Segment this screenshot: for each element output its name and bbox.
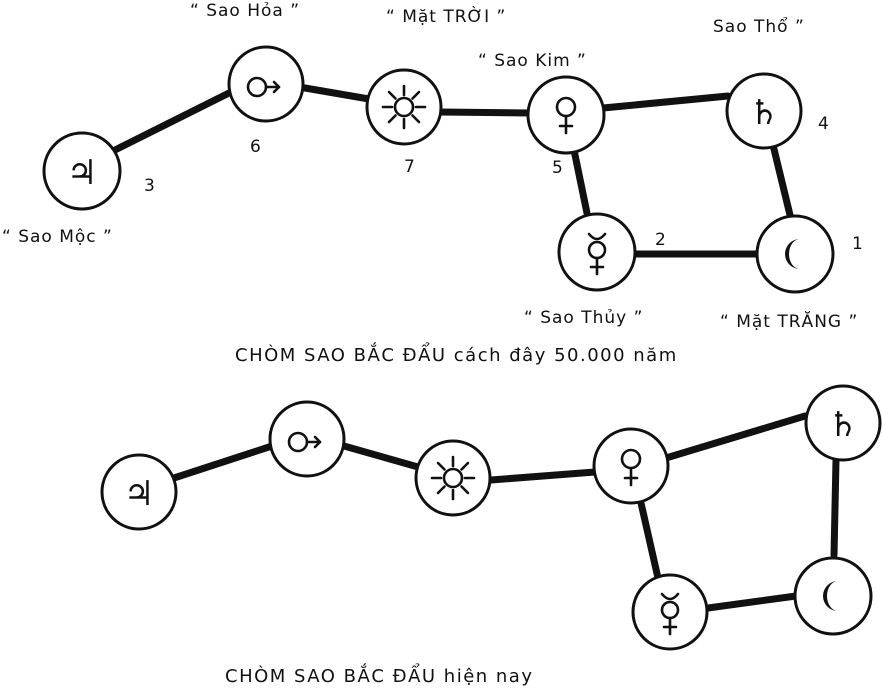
node-sao-moc-now: ♃	[100, 453, 178, 531]
edge-kim-tho-now	[662, 412, 809, 462]
label-sao-hoa: “ Sao Hỏa ”	[190, 1, 300, 21]
edge-tho-trang	[769, 141, 794, 219]
node-sao-tho-now: ♄	[804, 384, 882, 462]
node-mat-trang-now	[793, 556, 873, 636]
edge-thuy-trang-now	[704, 592, 800, 612]
saturn-icon: ♄	[749, 93, 779, 133]
label-sao-thuy: “ Sao Thủy ”	[524, 308, 643, 328]
number-sao-kim: 5	[552, 158, 563, 178]
node-sao-kim-now	[592, 427, 670, 505]
number-sao-moc: 3	[144, 176, 155, 196]
dipper-present: ♃ ♄ CHÒM SAO BẮC ĐẨU hiện nay	[100, 384, 882, 687]
edge-moc-hoa-now	[170, 442, 276, 482]
node-sao-kim	[526, 75, 606, 155]
edge-tho-trang-now	[830, 456, 840, 559]
saturn-icon: ♄	[828, 405, 858, 445]
label-sao-kim: “ Sao Kim ”	[478, 51, 587, 71]
edge-hoa-troi-now	[340, 442, 422, 471]
edge-kim-thuy-now	[637, 499, 662, 582]
edge-troi-kim	[436, 108, 533, 117]
edge-moc-hoa	[107, 88, 235, 156]
number-sao-tho: 4	[818, 114, 829, 134]
label-sao-moc: “ Sao Mộc ”	[2, 227, 113, 247]
edge-troi-kim-now	[487, 468, 599, 484]
node-sao-hoa	[227, 45, 305, 123]
caption-past: CHÒM SAO BẮC ĐẨU cách đây 50.000 năm	[235, 342, 678, 366]
node-sao-tho: ♄	[725, 72, 803, 150]
label-mat-trang: “ Mặt TRĂNG ”	[720, 310, 858, 332]
node-sao-thuy	[557, 212, 637, 292]
number-mat-trang: 1	[852, 234, 863, 254]
node-mat-troi-now	[414, 439, 492, 517]
edge-kim-thuy	[570, 146, 592, 222]
node-sao-thuy-now	[631, 573, 709, 651]
number-sao-thuy: 2	[655, 230, 666, 250]
node-mat-troi	[365, 68, 443, 146]
node-mat-trang	[755, 214, 835, 294]
label-mat-troi: “ Mặt TRỜI ”	[386, 5, 506, 27]
edge-kim-tho	[599, 92, 732, 112]
number-sao-hoa: 6	[250, 137, 261, 157]
dipper-past: ♃ ♄ “ Sao Hỏa ” “ Mặt TRỜI ” “ Sa	[2, 1, 863, 366]
label-sao-tho: Sao Thổ ”	[713, 16, 805, 37]
node-sao-hoa-now	[268, 400, 346, 478]
jupiter-icon: ♃	[124, 474, 154, 514]
node-sao-moc: ♃	[42, 131, 122, 211]
number-mat-troi: 7	[404, 157, 415, 177]
caption-present: CHÒM SAO BẮC ĐẨU hiện nay	[225, 663, 533, 687]
jupiter-icon: ♃	[67, 153, 97, 193]
edge-hoa-troi	[301, 84, 373, 103]
